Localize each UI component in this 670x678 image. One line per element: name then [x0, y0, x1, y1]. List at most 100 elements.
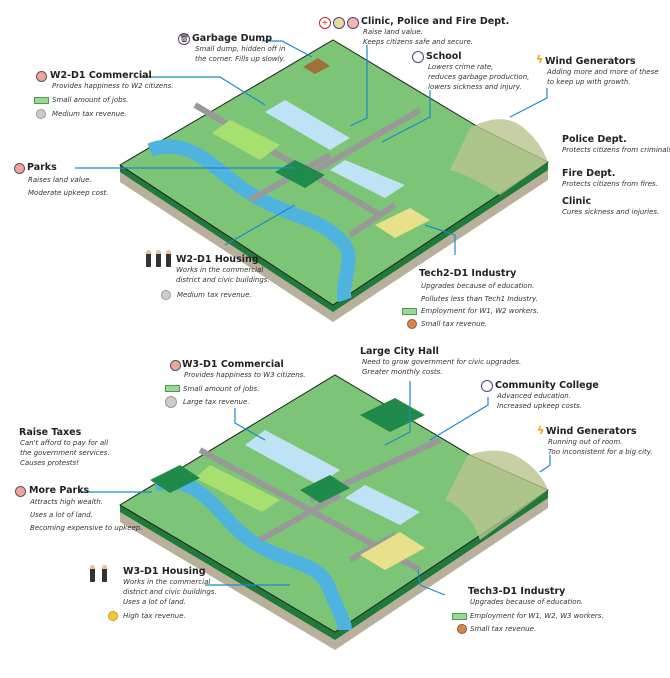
desc: reduces garbage production,	[428, 73, 530, 81]
desc: the corner. Fills up slowly.	[195, 55, 286, 63]
more-parks-label: More Parks Attracts high wealth. Uses a …	[29, 485, 142, 533]
title: Raise Taxes	[19, 427, 82, 438]
lightning-icon: ϟ	[537, 424, 545, 437]
tax-text: High tax revenue.	[123, 612, 186, 620]
lightning-icon: ϟ	[536, 53, 544, 66]
title: Fire Dept.	[562, 168, 616, 179]
jobs-text: Employment for W1, W2 workers.	[421, 307, 539, 315]
raise-taxes-label: Raise Taxes Can't afford to pay for all …	[19, 427, 110, 468]
desc: Uses a lot of land.	[123, 598, 186, 606]
tech2-industry-label: Tech2-D1 Industry Upgrades because of ed…	[419, 268, 538, 304]
title: Police Dept.	[562, 134, 627, 145]
title: Large City Hall	[360, 346, 439, 357]
school-label: School Lowers crime rate, reduces garbag…	[426, 51, 529, 92]
wealthy-worker-icon	[102, 565, 107, 582]
title: Clinic	[562, 196, 592, 207]
desc: Too inconsistent for a big city.	[548, 448, 653, 456]
silver-coin-icon	[36, 109, 46, 119]
top-map-terrain	[119, 39, 549, 322]
desc: Provides happiness to W2 citizens.	[52, 82, 174, 90]
desc: Protects citizens from criminals.	[562, 146, 670, 154]
happy-face-icon	[15, 486, 26, 497]
desc: Upgrades because of education.	[421, 282, 535, 290]
desc: Raises land value.	[28, 176, 92, 184]
title: Tech3-D1 Industry	[468, 586, 566, 597]
civic-label: Clinic, Police and Fire Dept. Raise land…	[361, 16, 509, 47]
cash-icon	[452, 613, 467, 620]
desc: Upgrades because of education.	[470, 598, 584, 606]
graduation-cap-icon	[481, 380, 493, 392]
desc: Works in the commercial	[176, 266, 264, 274]
desc: Advanced education.	[497, 392, 571, 400]
desc: Pollutes less than Tech1 Industry.	[421, 295, 538, 303]
fire-dept-label: Fire Dept. Protects citizens from fires.	[562, 168, 658, 189]
desc: Cures sickness and injuries.	[562, 208, 660, 216]
parks-label: Parks Raises land value. Moderate upkeep…	[27, 162, 108, 198]
tax-text: Small tax revenue.	[421, 320, 488, 328]
silver-coin-icon	[161, 290, 171, 300]
w2-commercial-label: W2-D1 Commercial Provides happiness to W…	[50, 70, 174, 91]
title: Clinic, Police and Fire Dept.	[361, 16, 510, 27]
wealthy-worker-icon	[90, 565, 95, 582]
w3-commercial-label: W3-D1 Commercial Provides happiness to W…	[182, 359, 306, 380]
desc: Adding more and more of these	[547, 68, 659, 76]
wind-generators-label: Wind Generators Running out of room. Too…	[546, 426, 653, 457]
jobs-text: Small amount of jobs.	[52, 96, 129, 104]
clinic-label: Clinic Cures sickness and injuries.	[562, 196, 659, 217]
title: Garbage Dump	[192, 33, 273, 44]
wind-generators-label: Wind Generators Adding more and more of …	[545, 56, 659, 87]
bottom-map-terrain	[119, 374, 550, 650]
silver-coins-icon	[165, 396, 177, 408]
cash-icon	[165, 385, 180, 392]
desc: district and civic buildings.	[176, 276, 270, 284]
desc: Running out of room.	[548, 438, 623, 446]
title: W3-D1 Housing	[123, 566, 206, 577]
worker-icon	[166, 250, 171, 267]
desc: lowers sickness and injury.	[428, 83, 522, 91]
police-dept-label: Police Dept. Protects citizens from crim…	[562, 134, 670, 155]
desc: Increased upkeep costs.	[497, 402, 583, 410]
cash-icon	[402, 308, 417, 315]
bronze-coin-icon	[457, 624, 467, 634]
jobs-text: Employment for W1, W2, W3 workers.	[470, 612, 604, 620]
desc: Keeps citizens safe and secure.	[363, 38, 474, 46]
tech3-industry-label: Tech3-D1 Industry Upgrades because of ed…	[468, 586, 583, 607]
desc: Need to grow government for civic upgrad…	[362, 358, 522, 366]
police-badge-icon	[333, 17, 345, 29]
graduation-cap-icon	[412, 51, 424, 63]
garbage-dump-label: Garbage Dump Small dump, hidden off in t…	[192, 33, 285, 64]
desc: Greater monthly costs.	[362, 368, 443, 376]
title: Community College	[495, 380, 599, 391]
desc: Protects citizens from fires.	[562, 180, 658, 188]
title: School	[426, 51, 462, 62]
happy-face-icon	[170, 360, 181, 371]
title: W2-D1 Housing	[176, 254, 259, 265]
desc: Attracts high wealth.	[30, 498, 104, 506]
w3-housing-label: W3-D1 Housing Works in the commercial di…	[123, 566, 217, 607]
fire-truck-icon	[347, 17, 359, 29]
desc: Works in the commercial	[123, 578, 211, 586]
title: W2-D1 Commercial	[50, 70, 152, 81]
worker-icon	[146, 250, 151, 267]
cash-icon	[34, 97, 49, 104]
desc: Becoming expensive to upkeep.	[30, 524, 143, 532]
city-hall-label: Large City Hall Need to grow government …	[360, 346, 521, 377]
title: W3-D1 Commercial	[182, 359, 284, 370]
w2-housing-label: W2-D1 Housing Works in the commercial di…	[176, 254, 270, 285]
title: Wind Generators	[545, 56, 636, 67]
title: More Parks	[29, 485, 90, 496]
road	[198, 437, 442, 573]
desc: Can't afford to pay for all	[20, 439, 109, 447]
community-college-label: Community College Advanced education. In…	[495, 380, 599, 411]
clinic-cross-icon: +	[319, 17, 331, 29]
river	[152, 475, 352, 631]
desc: to keep up with growth.	[547, 78, 631, 86]
road	[193, 102, 422, 238]
desc: Uses a lot of land.	[30, 511, 93, 519]
tax-text: Medium tax revenue.	[52, 110, 127, 118]
desc: Moderate upkeep cost.	[28, 189, 109, 197]
happy-face-icon	[14, 163, 25, 174]
trash-icon: 🗑	[178, 33, 190, 45]
leader-lines	[75, 40, 551, 596]
